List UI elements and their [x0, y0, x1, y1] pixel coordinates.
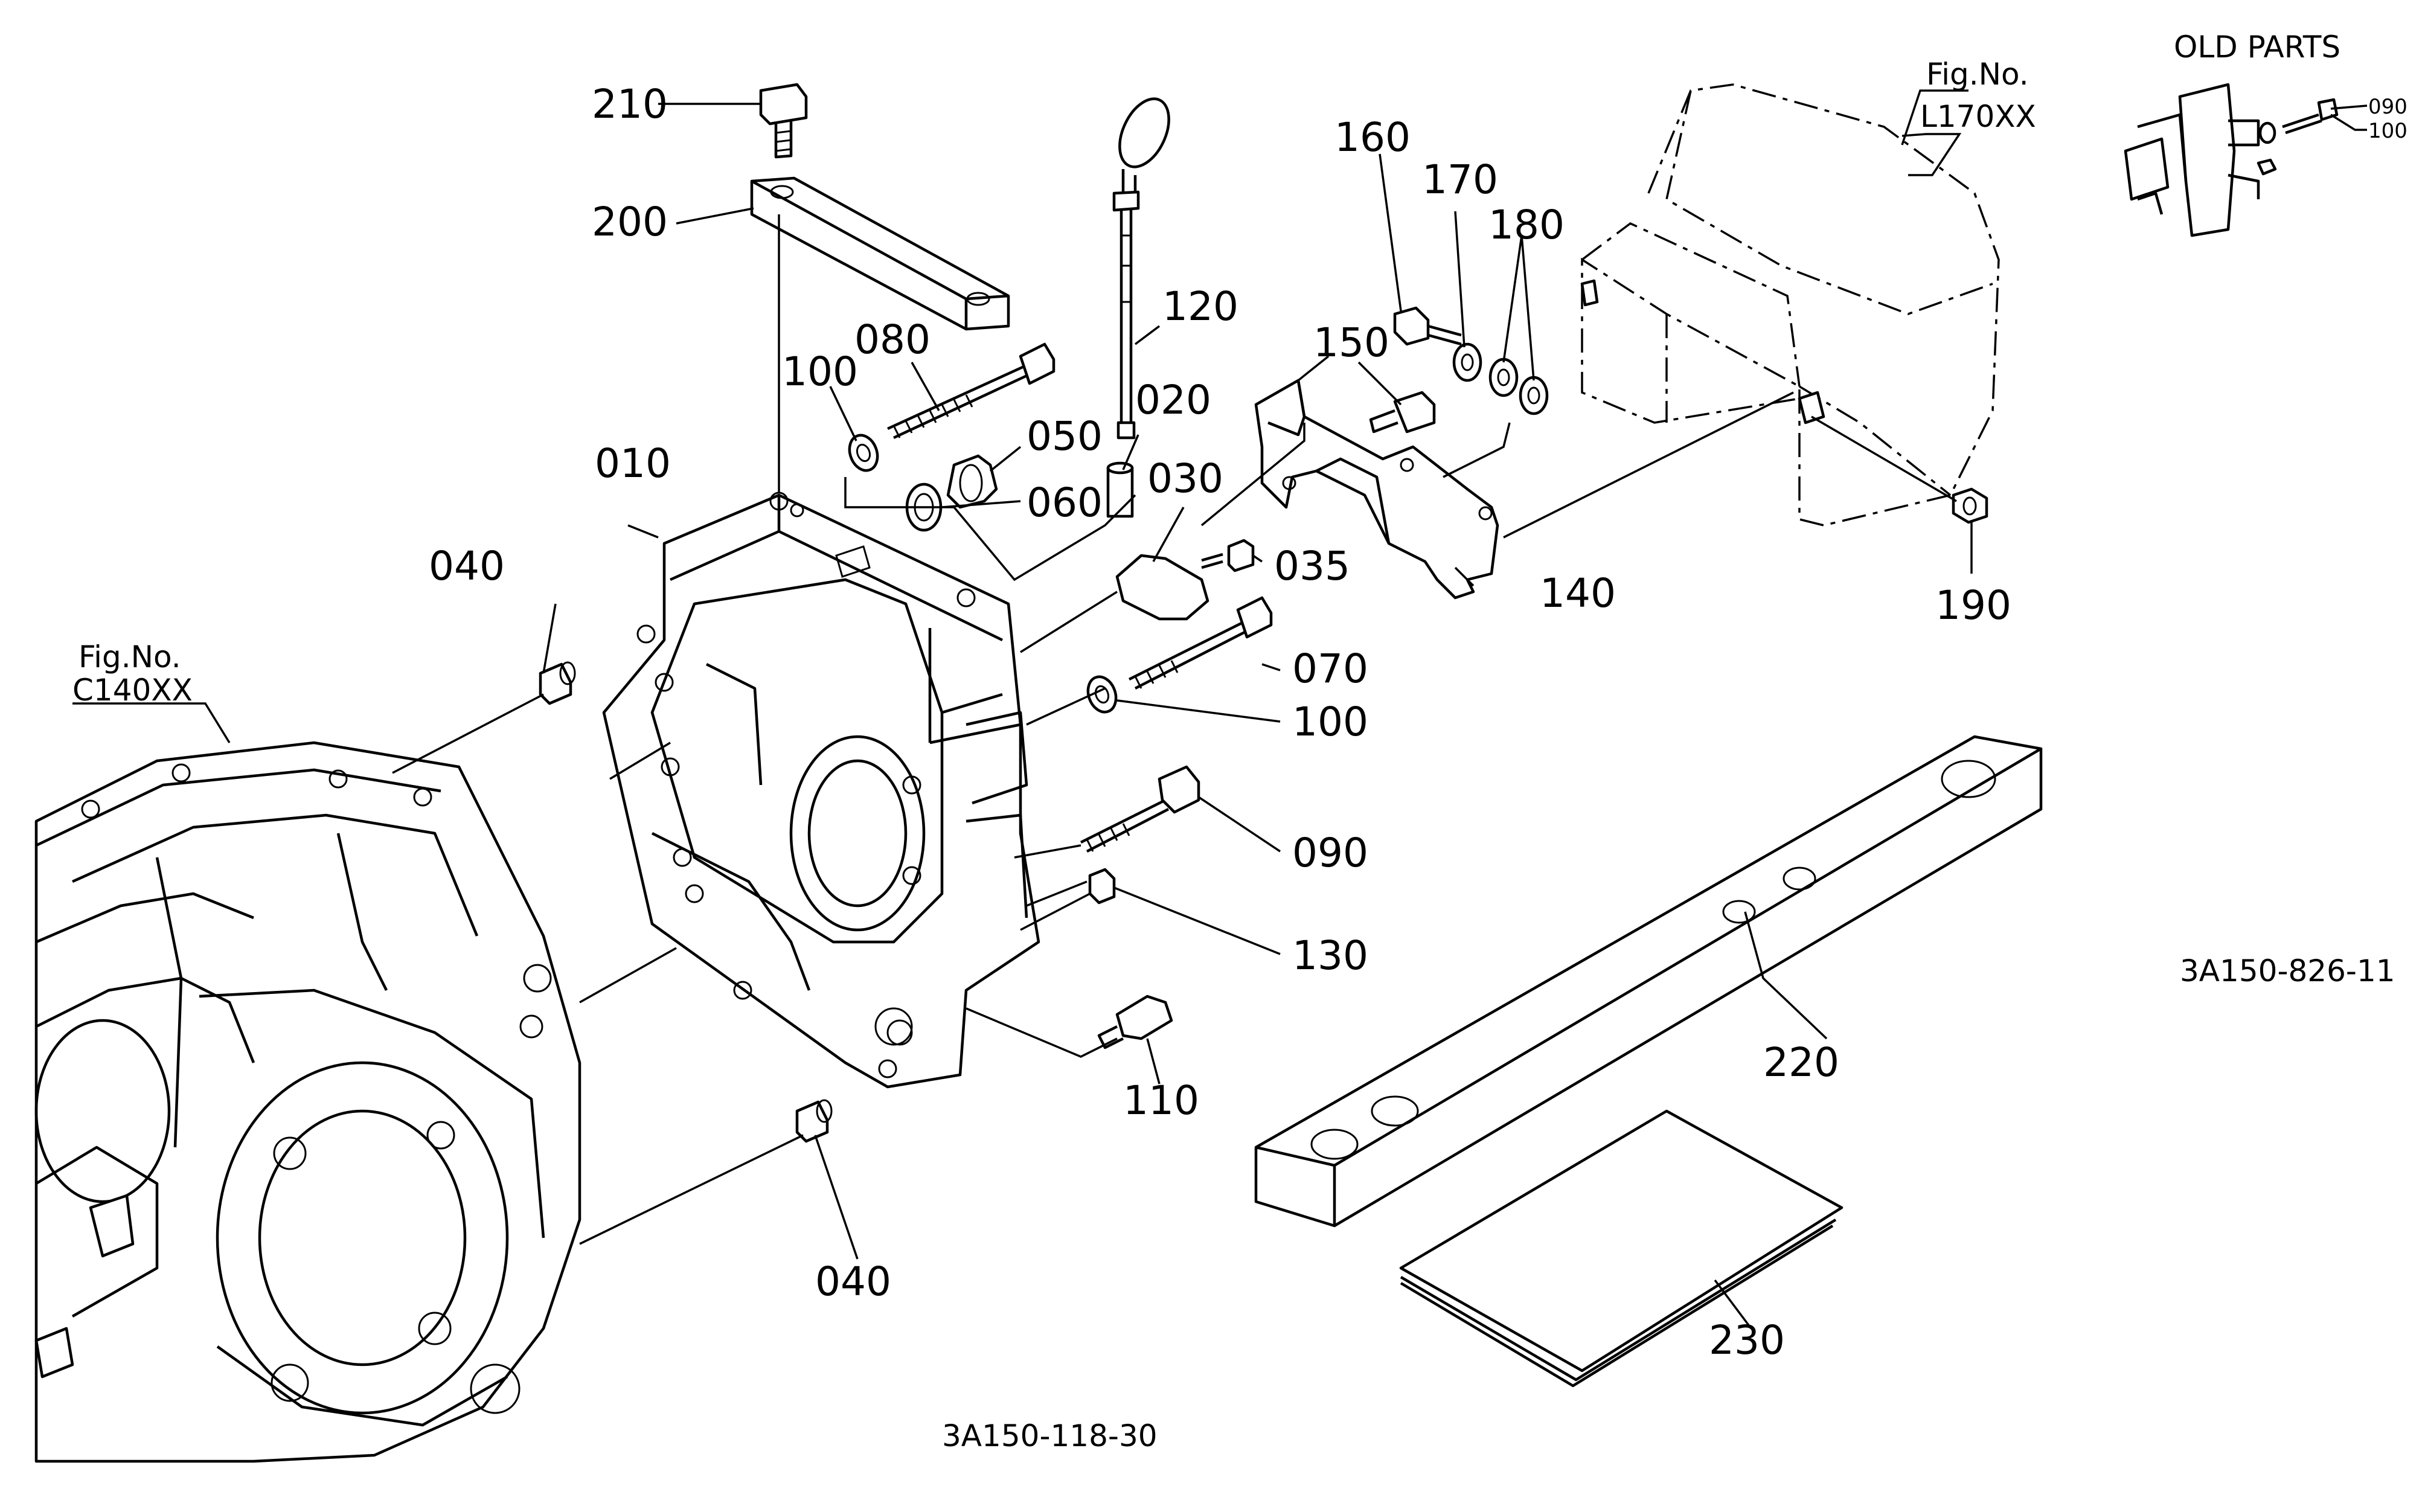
callout-010: 010 — [595, 440, 671, 487]
callout-170: 170 — [1422, 156, 1498, 203]
figure-ref-left: Fig.No. C140XX — [72, 639, 193, 708]
part-220-bar — [1254, 735, 2043, 1228]
part-180-washers — [1488, 357, 1549, 415]
front-housing-010 — [602, 492, 1040, 1089]
figure-ref-right-line2: L170XX — [1920, 99, 2036, 134]
callout-labels: 210 200 100 080 120 020 050 060 010 030 … — [429, 81, 2011, 1363]
callout-060: 060 — [1027, 479, 1103, 526]
part-020-cap — [1106, 461, 1134, 518]
part-040-pin-upper — [539, 661, 576, 705]
part-160-bolt — [1393, 306, 1462, 346]
part-050-nut — [946, 454, 998, 509]
callout-035: 035 — [1274, 543, 1350, 589]
callout-100-upper: 100 — [782, 348, 858, 395]
part-140-bracket — [1254, 379, 1499, 600]
part-130-plug — [1088, 868, 1116, 905]
callout-150: 150 — [1313, 319, 1389, 366]
callout-090: 090 — [1292, 830, 1368, 876]
leader-lines — [72, 89, 2368, 1330]
part-200-bar — [750, 176, 1010, 331]
part-150-bolt — [1369, 391, 1436, 434]
part-100-washer-lower — [1086, 675, 1118, 714]
callout-110: 110 — [1123, 1077, 1199, 1124]
part-230-manual — [1399, 1109, 1844, 1388]
old-parts-inset-sketch — [2124, 83, 2339, 237]
callout-050: 050 — [1027, 413, 1103, 460]
callout-190: 190 — [1935, 582, 2011, 629]
callout-130: 130 — [1292, 932, 1368, 979]
callout-220: 220 — [1763, 1039, 1839, 1086]
part-090-bolt — [1080, 765, 1200, 853]
callout-030: 030 — [1147, 455, 1223, 502]
figure-ref-right-line1: Fig.No. — [1926, 57, 2029, 92]
old-parts-inset: OLD PARTS 090 100 — [2174, 30, 2407, 143]
part-035-screw — [1201, 539, 1255, 572]
part-030-plate — [1115, 554, 1209, 621]
callout-140: 140 — [1540, 570, 1616, 617]
callout-180: 180 — [1488, 202, 1565, 248]
callout-210: 210 — [592, 81, 668, 127]
callout-070: 070 — [1292, 645, 1368, 692]
old-parts-callout-090: 090 — [2368, 95, 2407, 119]
transmission-case-c140xx — [34, 741, 581, 1463]
part-070-bolt — [1128, 596, 1273, 690]
part-170-washer — [1452, 342, 1482, 382]
callout-200: 200 — [592, 199, 668, 245]
figure-ref-right: Fig.No. L170XX — [1920, 57, 2036, 134]
part-080-bolt — [887, 342, 1056, 440]
old-parts-callout-100: 100 — [2368, 119, 2407, 143]
part-110-fitting — [1097, 995, 1173, 1049]
callout-120: 120 — [1162, 283, 1238, 330]
figure-ref-left-line2: C140XX — [72, 673, 193, 708]
hood-l170xx — [1580, 83, 2000, 527]
drawing-code-inset: 3A150-826-11 — [2180, 953, 2395, 988]
callout-040-upper: 040 — [429, 543, 505, 589]
part-120-dipstick — [1112, 97, 1170, 440]
part-190-nut — [1952, 487, 1988, 524]
old-parts-title: OLD PARTS — [2174, 30, 2340, 65]
callout-020: 020 — [1135, 377, 1211, 423]
part-100-washer-upper — [848, 434, 879, 472]
figure-ref-left-line1: Fig.No. — [78, 639, 181, 674]
part-210-bolt — [759, 83, 808, 159]
callout-230: 230 — [1709, 1317, 1785, 1363]
part-040-pin-lower — [795, 1099, 833, 1143]
callout-100-lower: 100 — [1292, 699, 1368, 745]
callout-160: 160 — [1334, 114, 1411, 161]
drawing-code-main: 3A150-118-30 — [942, 1418, 1158, 1453]
callout-080: 080 — [854, 316, 931, 363]
callout-040-lower: 040 — [815, 1258, 891, 1305]
